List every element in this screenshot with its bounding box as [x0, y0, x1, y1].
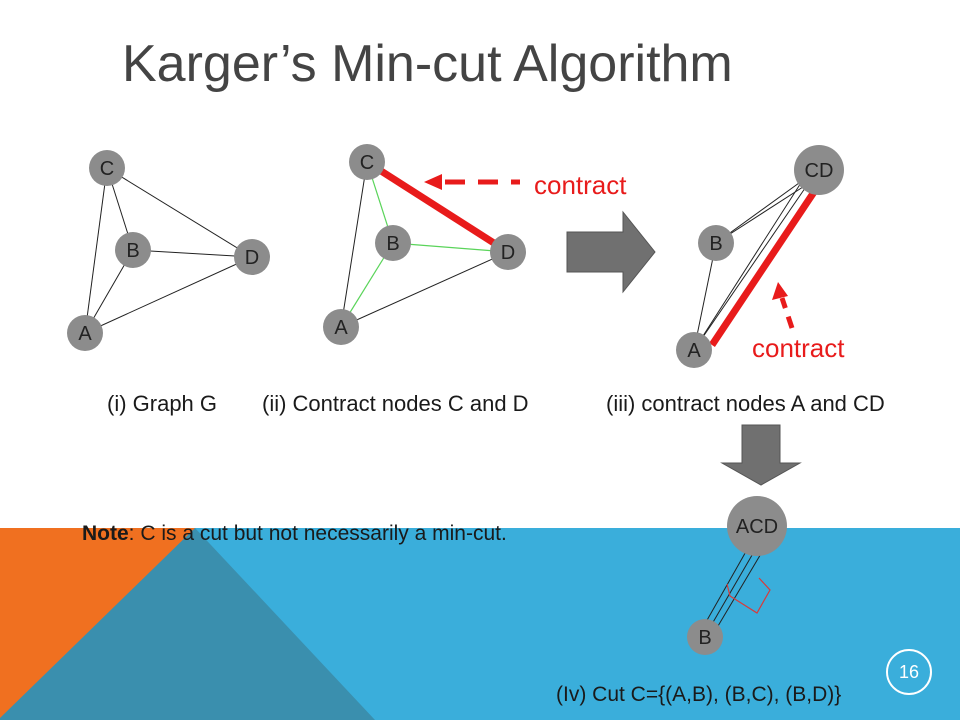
slide-title: Karger’s Min-cut Algorithm [122, 35, 733, 93]
node-a [676, 332, 712, 368]
contract-label-iii: contract [752, 333, 845, 363]
node-cd [794, 145, 844, 195]
graph-iii: CD B A [676, 145, 844, 368]
edge-c-a [84, 167, 108, 334]
node-b [375, 225, 411, 261]
page-number: 16 [886, 649, 932, 695]
caption-graph-iii: (iii) contract nodes A and CD [606, 391, 885, 416]
edge-acd-b-3 [717, 551, 763, 627]
cut-marker [726, 577, 771, 614]
node-b-label: B [698, 627, 711, 649]
edge-c-d [106, 167, 253, 258]
graph-ii: C B D A [323, 144, 526, 345]
node-b [698, 225, 734, 261]
node-a-label: A [334, 317, 348, 339]
node-c [89, 150, 125, 186]
edge-b-d [132, 249, 253, 258]
cut-label: (Iv) Cut C={(A,B), (B,C), (B,D)} [556, 683, 842, 706]
node-b-label: B [709, 233, 722, 255]
edge-a-cd-2 [693, 177, 813, 351]
node-b [115, 232, 151, 268]
edge-acd-b-2 [711, 549, 756, 625]
edge-c-a [340, 161, 368, 328]
contract-label-ii: contract [534, 170, 627, 200]
node-d [490, 234, 526, 270]
node-d [234, 239, 270, 275]
note-body: : C is a cut but not necessarily a min-c… [128, 522, 507, 545]
edge-a-cd-1 [693, 174, 807, 351]
node-c [349, 144, 385, 180]
contract-arrow-dashes [779, 297, 795, 329]
node-acd-label: ACD [736, 516, 778, 538]
step-arrow-down [720, 424, 802, 486]
contract-arrowhead [772, 282, 788, 300]
note-bold: Note [82, 522, 129, 545]
teal-triangle [0, 528, 375, 720]
edge-b-a [693, 242, 717, 351]
orange-triangle [0, 528, 195, 718]
caption-graph-i: (i) Graph G [107, 391, 218, 416]
node-acd [727, 496, 787, 556]
node-a-label: A [78, 323, 92, 345]
node-a [67, 315, 103, 351]
node-cd-label: CD [805, 160, 834, 182]
edge-a-d [340, 251, 509, 328]
node-d-label: D [501, 242, 515, 264]
note-text: Note: C is a cut but not necessarily a m… [82, 522, 507, 546]
contracted-edge-c-d [365, 159, 510, 255]
node-b [687, 619, 723, 655]
background-decoration [0, 528, 960, 720]
node-c-label: C [100, 158, 114, 180]
edge-b-d [392, 242, 509, 253]
node-a-label: A [687, 340, 701, 362]
step-arrow-right [566, 210, 656, 294]
contract-arrowhead [424, 174, 442, 190]
node-d-label: D [245, 247, 259, 269]
contracted-edge-a-cd [709, 178, 825, 347]
node-b-label: B [126, 240, 139, 262]
node-a [323, 309, 359, 345]
node-c-label: C [360, 152, 374, 174]
node-b-label: B [386, 233, 399, 255]
graph-iv: ACD B [687, 496, 787, 655]
edge-a-d [84, 256, 253, 334]
caption-graph-ii: (ii) Contract nodes C and D [262, 391, 529, 416]
graph-i: C B D A [67, 150, 270, 351]
